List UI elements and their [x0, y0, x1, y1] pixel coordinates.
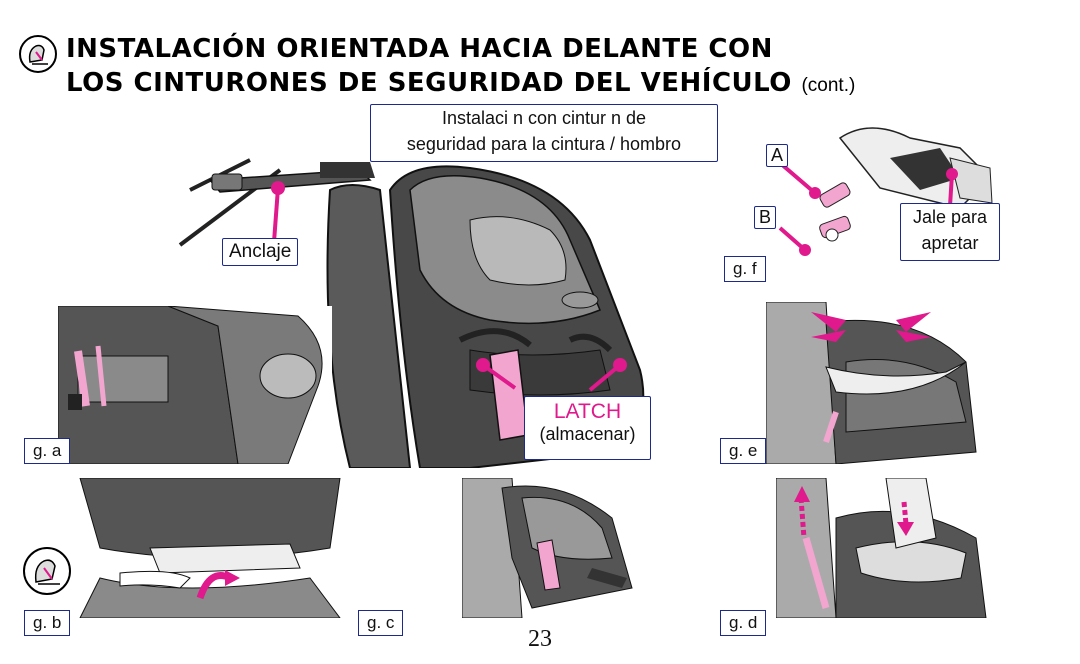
figure-e-label: g. e [720, 438, 767, 464]
figure-a-label: g. a [24, 438, 71, 464]
figure-a-illustration [58, 306, 332, 464]
marker-b: B [754, 206, 777, 229]
pull-line2: apretar [921, 233, 979, 253]
page-title-line1: INSTALACIÓN ORIENTADA HACIA DELANTE CON [66, 34, 773, 64]
latch-label-box: LATCH (almacenar) [524, 396, 651, 460]
car-seat-forward-icon [18, 34, 58, 74]
latch-label: LATCH [553, 400, 622, 423]
figure-e-illustration [766, 302, 996, 464]
install-type-box: Instalaci n con cintur n de seguridad pa… [370, 104, 718, 162]
pull-line1: Jale para [912, 207, 988, 227]
figure-c-illustration [462, 478, 642, 618]
page-number: 23 [528, 626, 552, 652]
install-type-line1: Instalaci n con cintur n de [441, 108, 647, 128]
install-type-line2: seguridad para la cintura / hombro [406, 134, 682, 154]
pull-label-box: Jale para apretar [900, 203, 1000, 261]
anclaje-label: Anclaje [222, 238, 299, 266]
figure-c-label: g. c [358, 610, 404, 636]
main-illustration [170, 150, 690, 468]
almacenar-label: (almacenar) [539, 424, 636, 444]
marker-a: A [766, 144, 789, 167]
figure-b-illustration [60, 478, 350, 618]
title-cont: (cont.) [801, 75, 856, 96]
page-title-line2-text: LOS CINTURONES DE SEGURIDAD DEL VEHÍCULO [66, 68, 792, 98]
figure-b-label: g. b [24, 610, 71, 636]
figure-f-label: g. f [724, 256, 766, 282]
figure-d-label: g. d [720, 610, 767, 636]
page-title-line2: LOS CINTURONES DE SEGURIDAD DEL VEHÍCULO… [66, 68, 855, 98]
figure-f-illustration [760, 118, 1000, 268]
car-seat-small-icon [22, 546, 72, 596]
figure-d-illustration [776, 478, 998, 618]
